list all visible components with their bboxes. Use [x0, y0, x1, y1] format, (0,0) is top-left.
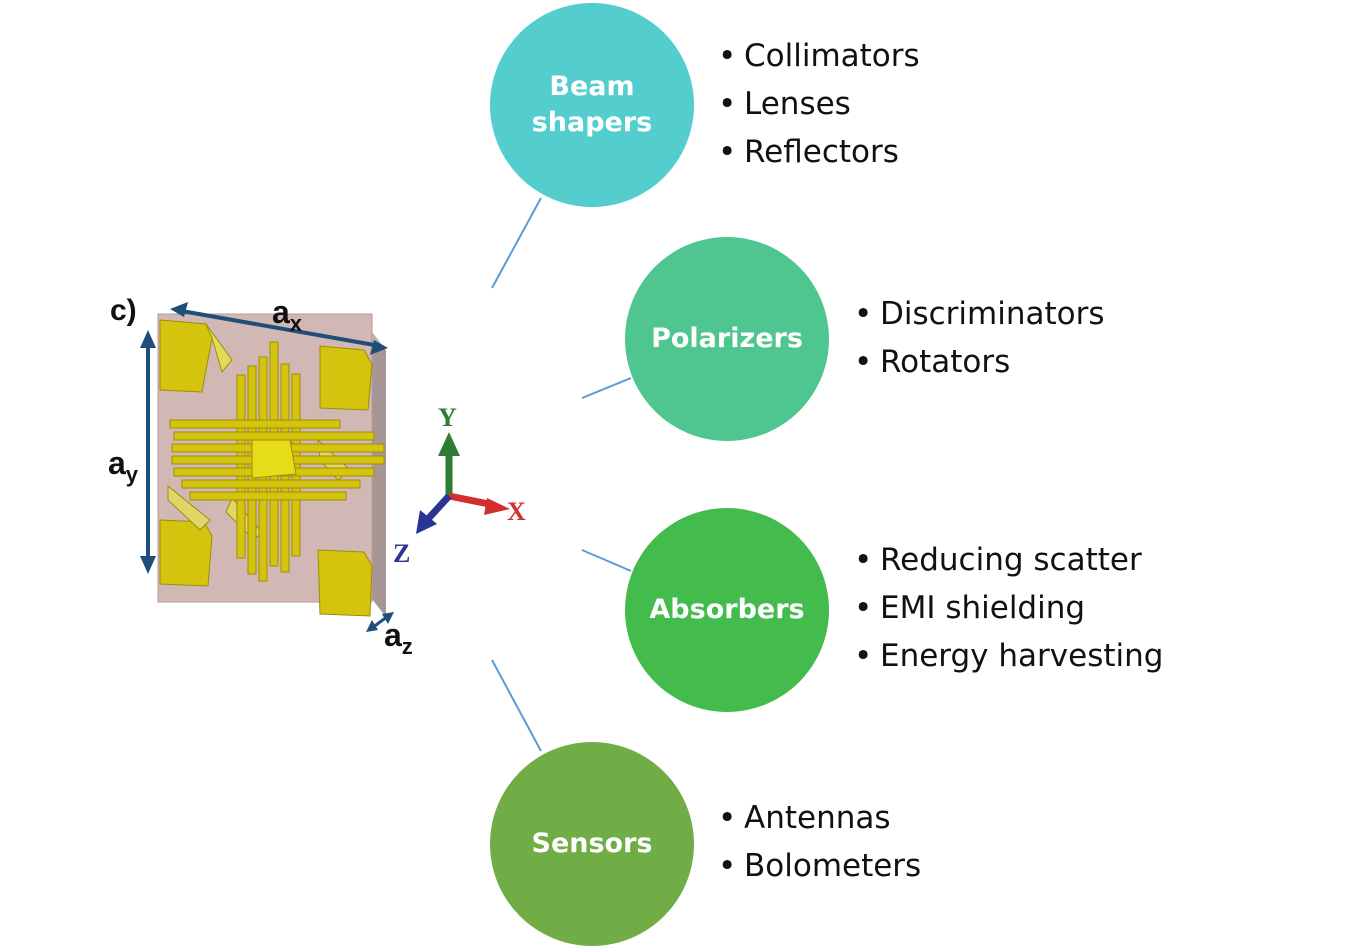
polarizers-title: Polarizers — [651, 322, 803, 354]
substrate-side — [372, 332, 386, 617]
absorbers-title: Absorbers — [649, 593, 805, 625]
list-item: •Antennas — [718, 800, 891, 836]
list-item: •Collimators — [718, 38, 920, 74]
polarizers-circle: Polarizers — [625, 237, 829, 441]
beam-shapers-title-line1: Beam — [549, 70, 635, 102]
beam-shapers-circle: Beam shapers — [490, 3, 694, 207]
dim-label-ay: ay — [108, 445, 139, 487]
z-axis-label: Z — [393, 539, 410, 568]
list-item: •Lenses — [718, 86, 851, 122]
list-item: •EMI shielding — [854, 590, 1086, 626]
connector-lines — [491, 197, 632, 752]
unit-cell: c) ax ay az — [108, 294, 413, 659]
list-item: •Reducing scatter — [854, 542, 1142, 578]
sensors-circle: Sensors — [490, 742, 694, 946]
connector-absorbers — [581, 549, 632, 572]
connector-polarizers — [581, 377, 632, 399]
list-item: •Bolometers — [718, 848, 922, 884]
polarizers-list: •Discriminators •Rotators — [854, 290, 1105, 386]
connector-sensors — [491, 659, 542, 752]
dim-label-ax: ax — [272, 294, 303, 336]
panel-label: c) — [110, 294, 137, 327]
beam-shapers-list: •Collimators •Lenses •Reflectors — [718, 32, 920, 176]
list-item: •Discriminators — [854, 296, 1105, 332]
x-axis-head — [484, 498, 510, 515]
list-item: •Rotators — [854, 344, 1011, 380]
coordinate-axes: Y X Z — [393, 403, 526, 568]
z-axis-arrow — [425, 493, 452, 522]
x-axis-label: X — [507, 497, 526, 526]
z-axis-head — [416, 510, 437, 534]
sensors-title: Sensors — [531, 827, 653, 859]
y-axis-head — [438, 432, 460, 456]
cross-resonator — [169, 341, 385, 582]
beam-shapers-title-line2: shapers — [531, 107, 653, 138]
absorbers-list: •Reducing scatter •EMI shielding •Energy… — [854, 536, 1163, 680]
sensors-list: •Antennas •Bolometers — [718, 794, 921, 890]
y-axis-label: Y — [438, 403, 457, 432]
absorbers-circle: Absorbers — [625, 508, 829, 712]
dim-label-az: az — [384, 617, 413, 659]
dimension-arrows — [140, 302, 394, 632]
connector-beam-shapers — [491, 197, 542, 289]
list-item: •Energy harvesting — [854, 638, 1164, 674]
list-item: •Reflectors — [718, 134, 899, 170]
